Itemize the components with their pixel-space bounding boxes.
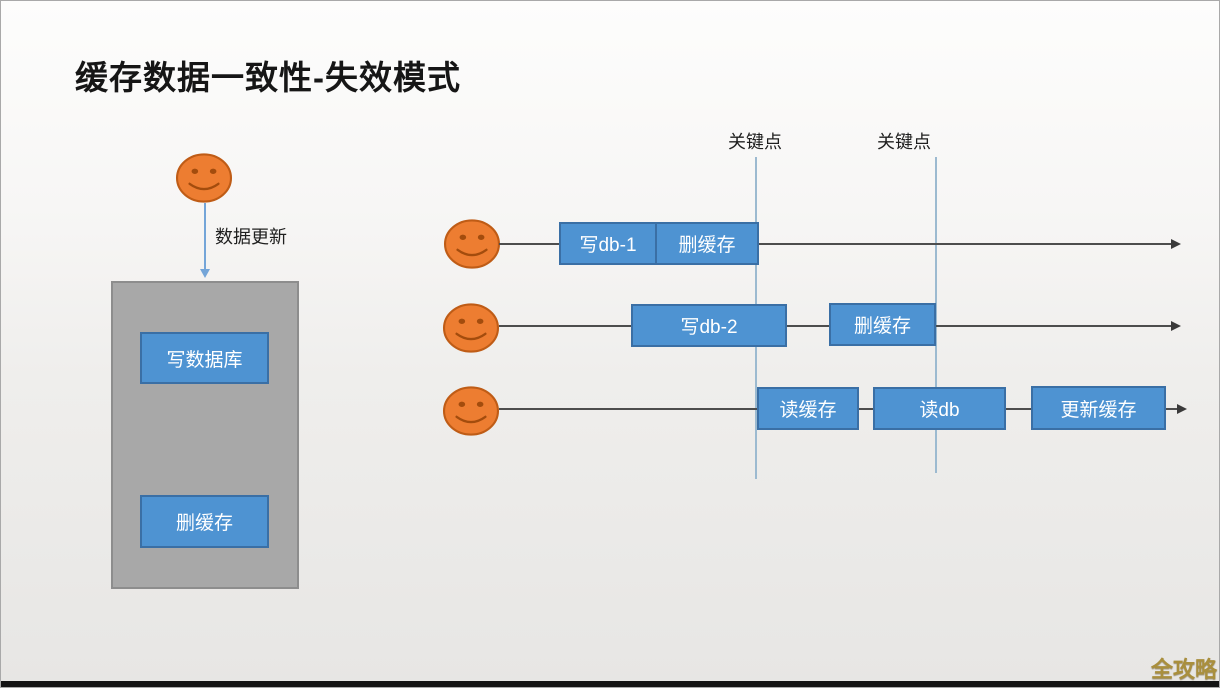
keypoint-line-2 [935, 157, 937, 473]
timeline-2-write-db-box: 写db-2 [631, 304, 787, 347]
timeline-1-write-db-box: 写db-1 [559, 222, 657, 265]
timeline-3-arrowhead-icon [1177, 404, 1187, 414]
timeline-2-arrowhead-icon [1171, 321, 1181, 331]
data-update-arrowhead-icon [200, 269, 210, 278]
timeline-3-read-cache-box: 读缓存 [757, 387, 859, 430]
timeline-1-line [499, 243, 1173, 245]
delete-cache-box: 删缓存 [140, 495, 269, 548]
smiley-face-icon [442, 302, 500, 354]
write-database-box: 写数据库 [140, 332, 269, 384]
smiley-face-icon [443, 218, 501, 270]
keypoint-label-1: 关键点 [728, 132, 782, 152]
smiley-face-icon [175, 152, 233, 204]
page-title: 缓存数据一致性-失效模式 [75, 59, 461, 96]
data-update-label: 数据更新 [215, 227, 287, 247]
watermark-text: 全攻略 [1151, 657, 1218, 682]
smiley-face-icon [442, 385, 500, 437]
keypoint-label-2: 关键点 [877, 132, 931, 152]
timeline-2-delete-cache-box: 删缓存 [829, 303, 936, 346]
timeline-1-delete-cache-box: 删缓存 [655, 222, 759, 265]
bottom-black-bar [1, 681, 1219, 687]
timeline-1-arrowhead-icon [1171, 239, 1181, 249]
timeline-3-read-db-box: 读db [873, 387, 1006, 430]
timeline-3-update-cache-box: 更新缓存 [1031, 386, 1166, 430]
data-update-arrow-line [204, 203, 206, 269]
